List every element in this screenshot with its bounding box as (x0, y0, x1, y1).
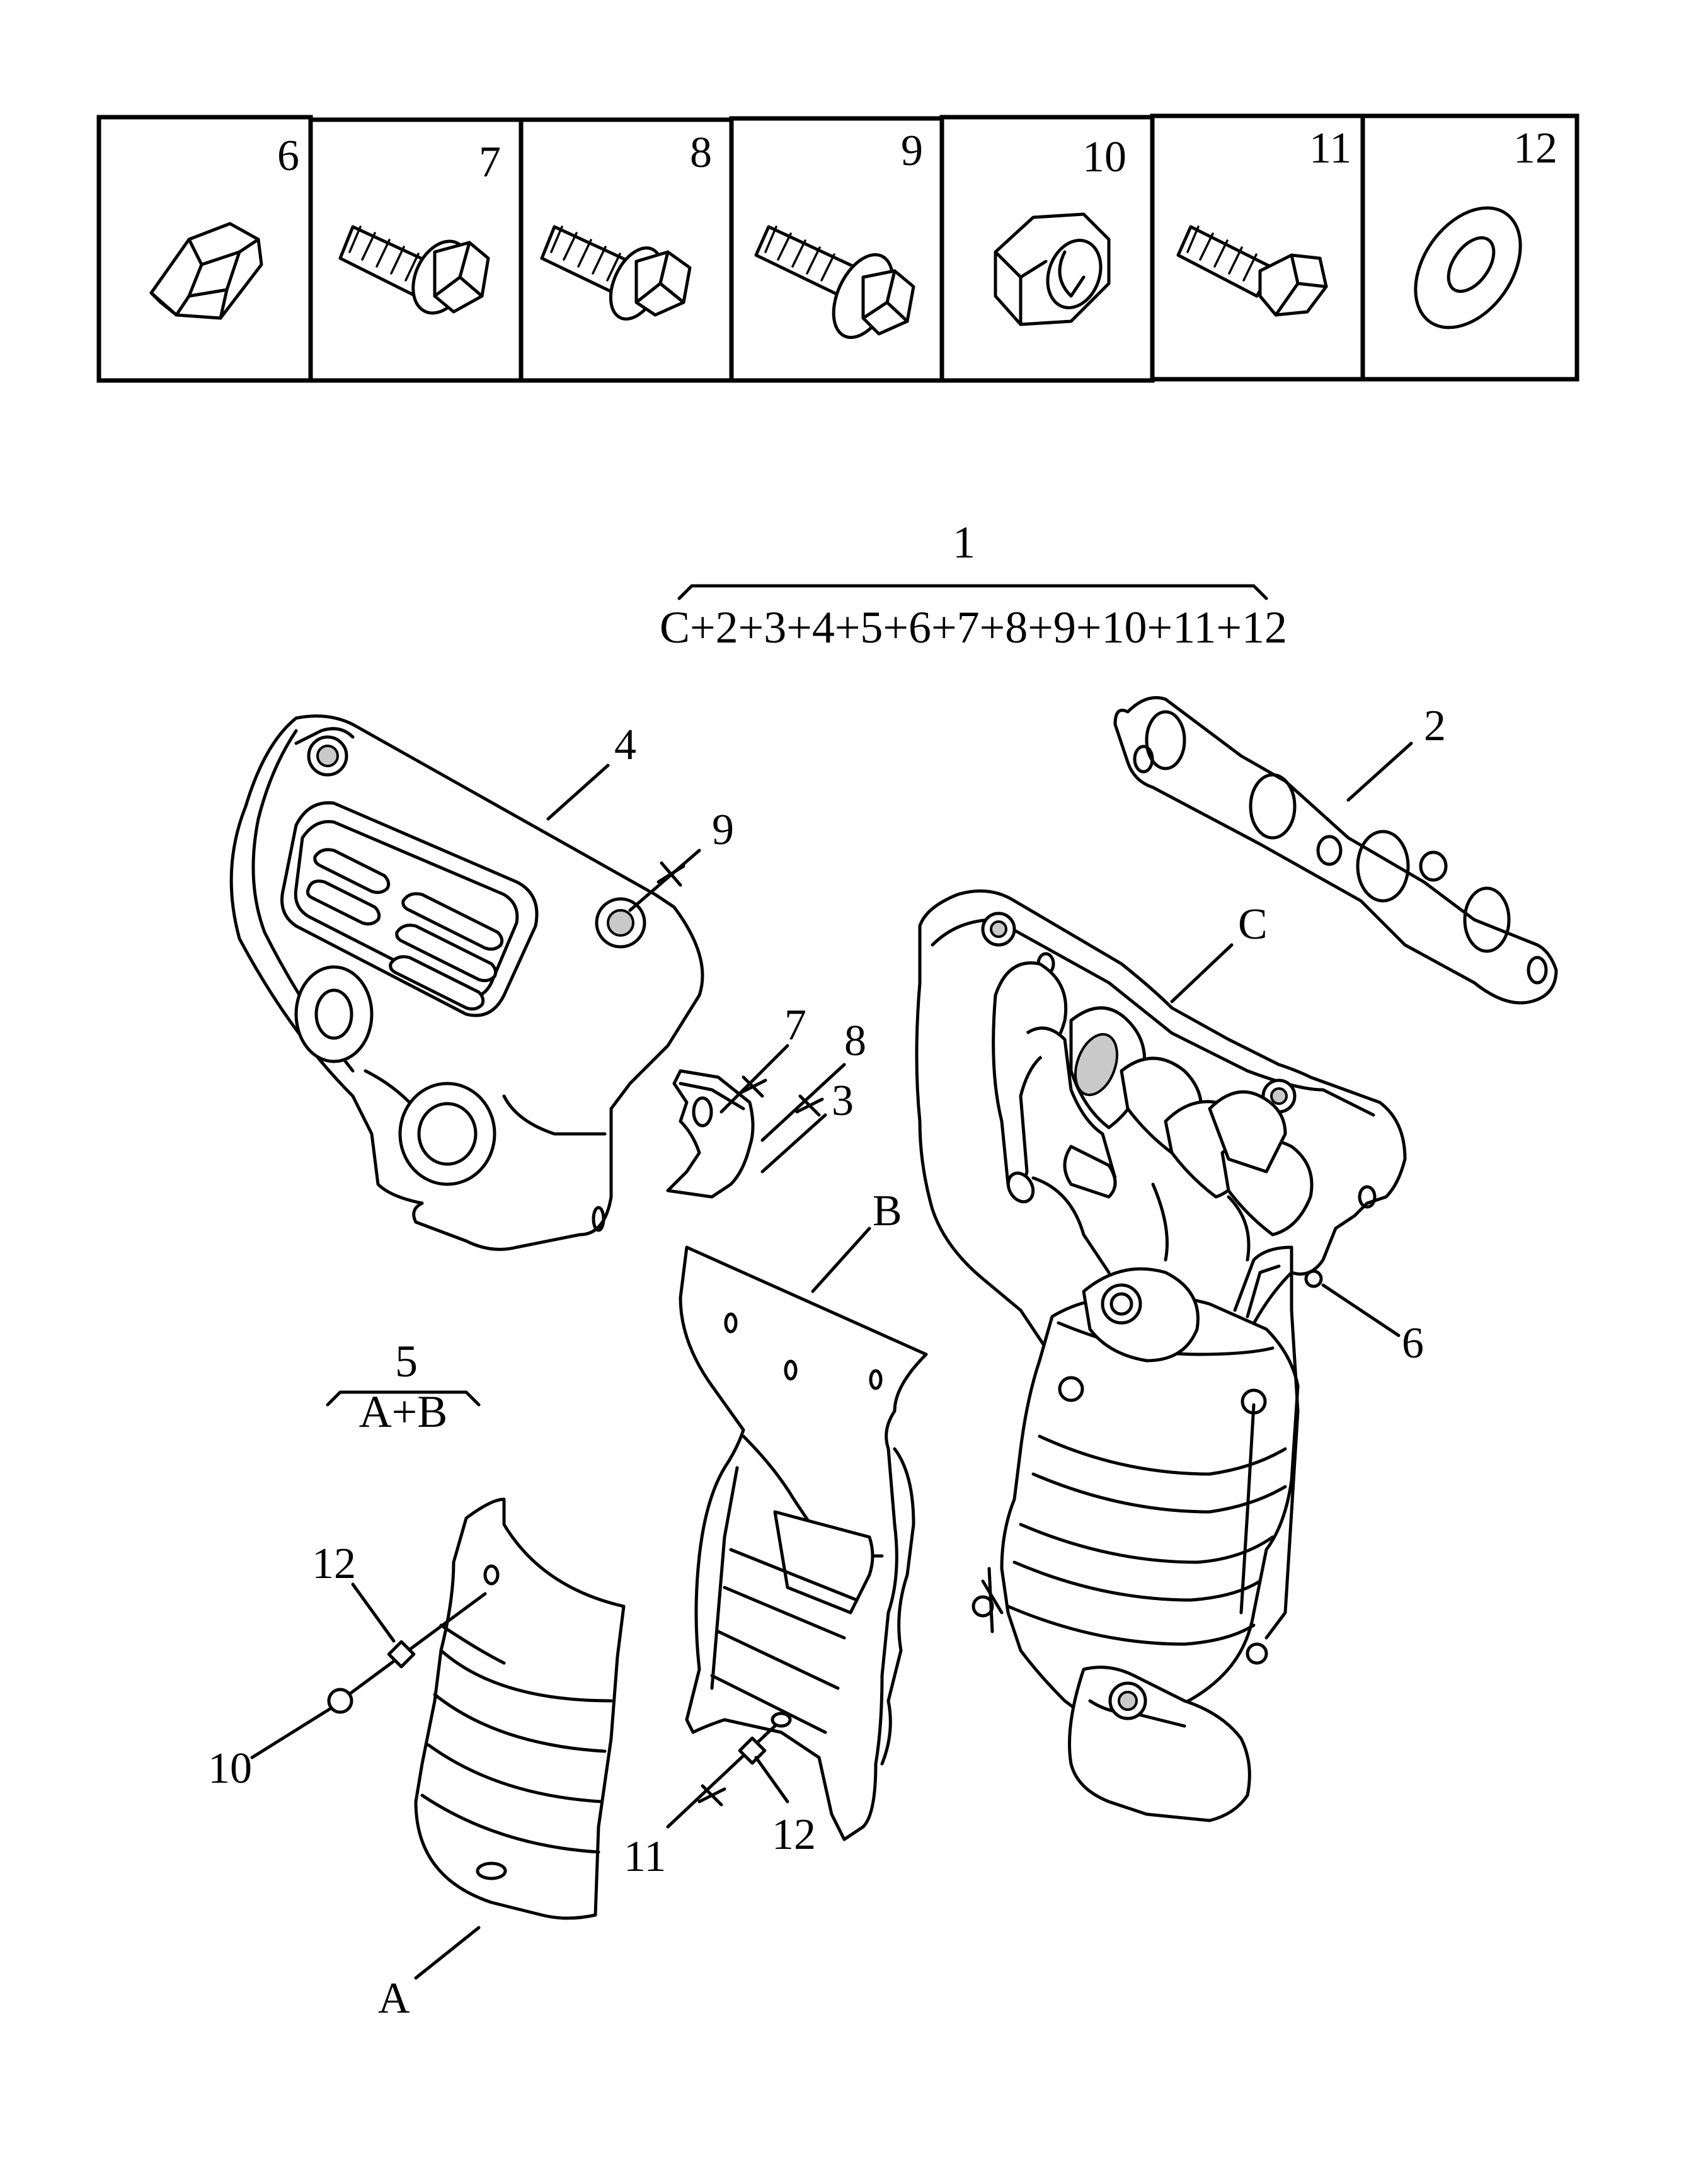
bolt-with-washer-icon (338, 225, 490, 315)
flange-bolt-icon (540, 225, 692, 321)
callout-7: 7 (784, 1001, 806, 1049)
flat-washer-icon (1414, 206, 1522, 329)
hardware-number-10: 10 (1082, 133, 1126, 181)
hardware-number-6: 6 (277, 132, 299, 180)
callout-4: 4 (614, 721, 636, 769)
callout-B: B (873, 1187, 902, 1235)
lower-heat-shield-b (679, 1245, 928, 1841)
hardware-cell-11 (1150, 113, 1365, 382)
hardware-number-9: 9 (901, 127, 923, 175)
leader-8 (760, 1063, 846, 1142)
bolt-11-marker-icon (697, 1784, 726, 1807)
assembly-number: 1 (953, 517, 975, 568)
callout-8: 8 (844, 1017, 866, 1065)
lock-nut-icon (994, 212, 1111, 326)
leader-12-left (351, 1582, 396, 1643)
nut-10-marker-icon (327, 1688, 353, 1714)
leader-10-axis (338, 1592, 487, 1703)
flange-nut-icon (149, 222, 263, 320)
converter-stud-icon (1058, 1376, 1084, 1402)
assembly-brace (677, 584, 1268, 600)
subassembly-formula: 5 A+B (326, 1336, 481, 1437)
bolt-8-marker-icon (795, 1094, 824, 1117)
lower-heat-shield-a (414, 1497, 626, 1920)
callout-C: C (1238, 900, 1268, 949)
leader-B (811, 1226, 871, 1293)
callout-A: A (378, 1974, 410, 2023)
washer-12-right-marker-icon (738, 1736, 767, 1765)
nut-6-marker-icon (1304, 1269, 1323, 1288)
subassembly-formula-text: A+B (359, 1386, 448, 1437)
bracket (666, 1069, 755, 1199)
converter-stud-icon (1246, 1642, 1268, 1665)
leader-4 (546, 763, 610, 821)
leader-A (414, 1926, 481, 1980)
leader-10 (250, 1707, 333, 1759)
hardware-number-11: 11 (1309, 124, 1351, 173)
leader-6 (1321, 1283, 1401, 1337)
bolt-7-marker-icon (738, 1075, 767, 1098)
hardware-table: 6 7 8 9 10 11 12 (96, 113, 1579, 383)
assembly-formula-text: C+2+3+4+5+6+7+8+9+10+11+12 (660, 602, 1287, 653)
subassembly-brace (326, 1390, 481, 1407)
upper-heat-shield (229, 714, 704, 1251)
hardware-number-12: 12 (1513, 124, 1557, 173)
callout-10: 10 (208, 1744, 252, 1793)
hex-bolt-icon (1176, 225, 1328, 317)
leader-3 (760, 1113, 827, 1174)
callout-3: 3 (832, 1077, 854, 1125)
bolt-9-marker-icon (656, 861, 685, 887)
callout-11: 11 (624, 1832, 666, 1881)
assembly-formula: 1 C+2+3+4+5+6+7+8+9+10+11+12 (660, 517, 1287, 653)
leader-11-axis (666, 1724, 777, 1829)
callout-9: 9 (712, 806, 734, 854)
callout-6: 6 (1402, 1319, 1424, 1368)
hardware-number-8: 8 (690, 129, 712, 177)
callout-12-right: 12 (772, 1810, 816, 1859)
callout-12-left: 12 (312, 1540, 356, 1588)
callout-2: 2 (1424, 702, 1446, 750)
leader-7 (719, 1044, 789, 1114)
leader-C (1170, 943, 1234, 1003)
leader-12-right (754, 1756, 789, 1804)
flange-bolt-long-icon (754, 225, 915, 340)
manifold-gasket (1113, 696, 1558, 1005)
leader-9 (628, 849, 701, 912)
leader-2 (1346, 741, 1413, 802)
washer-12-left-marker-icon (387, 1640, 416, 1669)
exhaust-manifold-catalytic-converter (915, 889, 1407, 1822)
subassembly-number: 5 (395, 1336, 418, 1386)
hardware-number-7: 7 (479, 138, 501, 186)
